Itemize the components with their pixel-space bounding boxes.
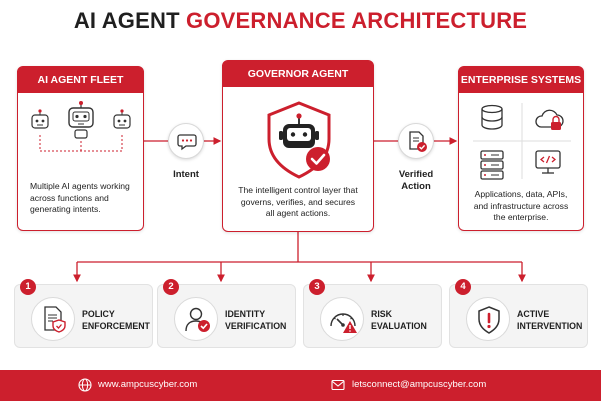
pillar-risk-evaluation: 3 RISK EVALUATION: [303, 279, 442, 348]
fleet-heading: AI AGENT FLEET: [18, 67, 143, 93]
pillar-identity-verification: 2 IDENTITY VERIFICATION: [157, 279, 296, 348]
title-part-2: GOVERNANCE ARCHITECTURE: [186, 8, 528, 33]
globe-icon: [78, 378, 92, 392]
cloud-lock-icon: [535, 109, 564, 130]
pillar-label: RISK EVALUATION: [371, 309, 427, 331]
governor-agent-card: GOVERNOR AGENT The intelligent control l…: [222, 60, 374, 232]
governor-description: The intelligent control layer that gover…: [238, 185, 358, 218]
pillar-label: IDENTITY VERIFICATION: [225, 309, 287, 331]
gauge-warning-icon: [320, 297, 364, 341]
pillar-policy-enforcement: 1 POLICY ENFORCEMENT: [14, 279, 153, 348]
fleet-description: Multiple AI agents working across functi…: [30, 181, 130, 214]
website-link[interactable]: www.ampcuscyber.com: [98, 379, 198, 390]
agent-robots-group: [31, 101, 131, 152]
enterprise-heading: ENTERPRISE SYSTEMS: [459, 67, 583, 93]
governor-heading: GOVERNOR AGENT: [223, 61, 373, 87]
pillar-label: ACTIVE INTERVENTION: [517, 309, 583, 331]
shield-robot-check-icon: [267, 101, 331, 179]
ai-agent-fleet-card: AI AGENT FLEET: [17, 66, 144, 231]
page-title: AI AGENT GOVERNANCE ARCHITECTURE: [0, 8, 601, 34]
enterprise-systems-card: ENTERPRISE SYSTEMS: [458, 66, 584, 231]
pillar-number-badge: 4: [455, 279, 471, 295]
robot-icon: [113, 109, 131, 129]
robot-icon: [31, 109, 49, 129]
pillar-number-badge: 3: [309, 279, 325, 295]
pillar-label: POLICY ENFORCEMENT: [82, 309, 150, 331]
pillar-number-badge: 1: [20, 279, 36, 295]
user-check-icon: [174, 297, 218, 341]
title-part-1: AI AGENT: [73, 8, 180, 33]
code-monitor-icon: [535, 150, 561, 174]
database-icon: [481, 104, 503, 130]
pillar-number-badge: 2: [163, 279, 179, 295]
server-icon: [480, 150, 504, 180]
document-check-icon: [398, 123, 434, 159]
enterprise-description: Applications, data, APIs, and infrastruc…: [473, 189, 569, 222]
pillar-active-intervention: 4 ACTIVE INTERVENTION: [449, 279, 588, 348]
email-link[interactable]: letsconnect@ampcuscyber.com: [352, 379, 487, 390]
footer-bar: www.ampcuscyber.com letsconnect@ampcuscy…: [0, 370, 601, 401]
intent-label: Intent: [173, 169, 199, 180]
verified-action-label: Verified Action: [398, 169, 434, 192]
mail-icon: [331, 379, 345, 391]
shield-alert-icon: [466, 297, 510, 341]
enterprise-icons-grid: [473, 103, 571, 180]
policy-document-shield-icon: [31, 297, 75, 341]
chat-bubble-icon: [168, 123, 204, 159]
robot-icon: [68, 101, 94, 139]
